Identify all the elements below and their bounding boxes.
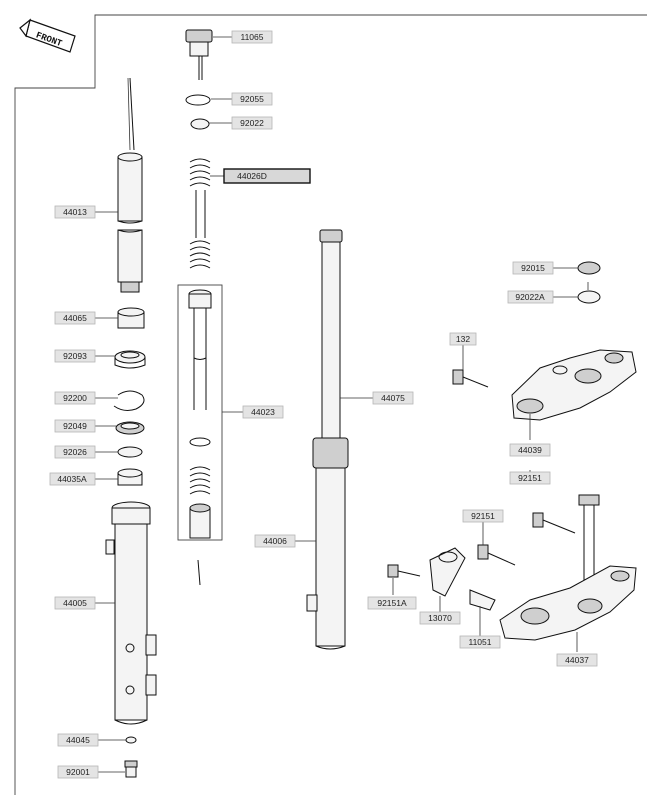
svg-text:11065: 11065 xyxy=(240,32,263,42)
svg-text:13070: 13070 xyxy=(428,613,452,623)
svg-text:92151: 92151 xyxy=(518,473,542,483)
oil-seal-92049 xyxy=(115,421,145,435)
svg-text:132: 132 xyxy=(456,334,470,344)
washer-92026 xyxy=(117,446,143,458)
svg-text:11051: 11051 xyxy=(468,637,491,647)
inner-tube-44013 xyxy=(117,77,143,293)
washer-92022a xyxy=(577,290,601,304)
washer-44045 xyxy=(125,736,137,744)
svg-text:92049: 92049 xyxy=(63,421,87,431)
label-92022: 92022 xyxy=(231,116,273,130)
svg-text:44045: 44045 xyxy=(66,735,90,745)
label-92026: 92026 xyxy=(54,445,96,459)
washer-92022 xyxy=(190,118,210,130)
circlip-92200 xyxy=(113,390,145,411)
svg-text:92200: 92200 xyxy=(63,393,87,403)
label-44037: 44037 xyxy=(556,653,598,667)
label-92055: 92055 xyxy=(231,92,273,106)
outer-tube-44005 xyxy=(105,501,157,725)
o-ring-92055 xyxy=(185,94,211,106)
svg-text:44075: 44075 xyxy=(381,393,405,403)
label-92151-mid: 92151 xyxy=(462,509,504,523)
fork-assembly-44075 xyxy=(306,229,349,650)
svg-text:92093: 92093 xyxy=(63,351,87,361)
clamp-11051 xyxy=(469,589,496,611)
bushing-44065 xyxy=(117,307,145,329)
svg-text:92022A: 92022A xyxy=(515,292,545,302)
svg-text:92151A: 92151A xyxy=(377,598,407,608)
seal-92093 xyxy=(114,350,146,369)
svg-text:92055: 92055 xyxy=(240,94,264,104)
svg-text:44065: 44065 xyxy=(63,313,87,323)
label-11051: 11051 xyxy=(459,635,501,649)
label-13070: 13070 xyxy=(419,611,461,625)
leader-lines xyxy=(94,36,589,773)
spring-44026d xyxy=(189,158,211,269)
upper-clamp-44039 xyxy=(511,349,637,421)
stem-nut-92015 xyxy=(577,261,601,275)
bushing-44035a xyxy=(117,468,143,486)
label-44075: 44075 xyxy=(372,391,414,405)
label-92151-right: 92151 xyxy=(509,471,551,485)
bolt-92151-right xyxy=(532,512,576,534)
label-44013: 44013 xyxy=(54,205,96,219)
drain-bolt-92001 xyxy=(124,760,138,778)
label-92049: 92049 xyxy=(54,419,96,433)
label-92093: 92093 xyxy=(54,349,96,363)
bolt-132 xyxy=(452,369,489,388)
assembly-frame xyxy=(14,14,647,795)
label-44023: 44023 xyxy=(242,405,284,419)
label-11065: 11065 xyxy=(231,30,273,44)
label-92022a: 92022A xyxy=(507,290,554,304)
bolt-92151-mid xyxy=(477,544,516,566)
lower-clamp-44037 xyxy=(499,565,637,641)
cap-bolt-11065 xyxy=(185,29,213,80)
svg-text:92001: 92001 xyxy=(66,767,90,777)
label-44039: 44039 xyxy=(509,443,551,457)
svg-text:92026: 92026 xyxy=(63,447,87,457)
front-arrow-badge: FRONT xyxy=(19,18,76,53)
svg-text:44005: 44005 xyxy=(63,598,87,608)
bolt-92151a xyxy=(387,564,421,578)
svg-text:92151: 92151 xyxy=(471,511,495,521)
label-44045: 44045 xyxy=(57,733,99,747)
steering-stem xyxy=(578,494,600,585)
svg-text:44035A: 44035A xyxy=(57,474,87,484)
label-92200: 92200 xyxy=(54,391,96,405)
svg-text:44026D: 44026D xyxy=(237,171,267,181)
label-44006: 44006 xyxy=(254,534,296,548)
label-132: 132 xyxy=(449,332,477,346)
label-44026d: 44026D xyxy=(223,168,311,184)
svg-text:92022: 92022 xyxy=(240,118,264,128)
damper-rod-44023 xyxy=(188,289,212,586)
label-92151a: 92151A xyxy=(367,596,417,610)
svg-text:44013: 44013 xyxy=(63,207,87,217)
label-92001: 92001 xyxy=(57,765,99,779)
label-44065: 44065 xyxy=(54,311,96,325)
svg-text:44037: 44037 xyxy=(565,655,589,665)
label-44005: 44005 xyxy=(54,596,96,610)
svg-text:92015: 92015 xyxy=(521,263,545,273)
label-92015: 92015 xyxy=(512,261,554,275)
svg-text:44023: 44023 xyxy=(251,407,275,417)
svg-text:44006: 44006 xyxy=(263,536,287,546)
svg-text:44039: 44039 xyxy=(518,445,542,455)
label-44035a: 44035A xyxy=(49,472,96,486)
subassembly-box-44023 xyxy=(177,284,223,541)
bracket-13070 xyxy=(429,547,466,597)
